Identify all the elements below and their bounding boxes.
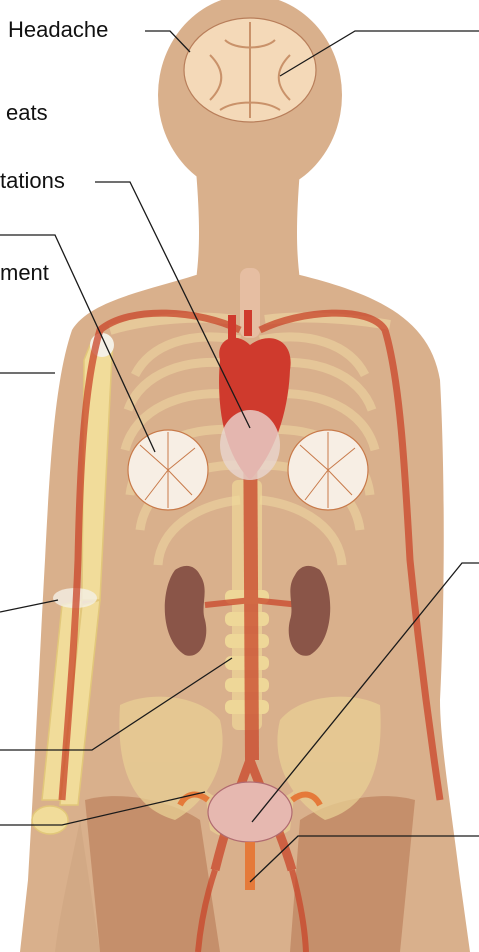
label-palpitations: tations (0, 168, 65, 194)
label-heartbeats: eats (6, 100, 48, 126)
label-headache: Headache (8, 17, 108, 43)
brain (184, 18, 316, 122)
label-ment: ment (0, 260, 49, 286)
